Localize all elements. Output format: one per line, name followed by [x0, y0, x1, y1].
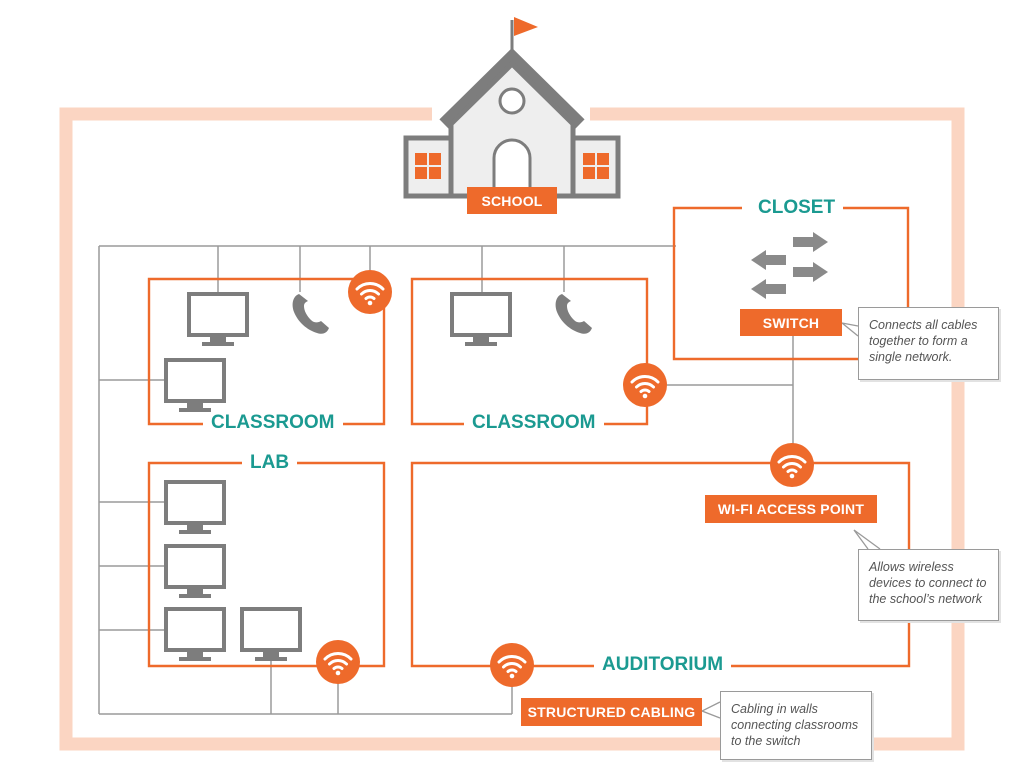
flag-icon: [514, 17, 538, 36]
monitor-icon: [164, 358, 226, 412]
wifi-icon: [768, 441, 816, 489]
wifi-icon: [621, 361, 669, 409]
room-label-classroom-2: CLASSROOM: [464, 412, 604, 434]
switch-label: SWITCH: [740, 309, 842, 336]
room-label-auditorium: AUDITORIUM: [594, 654, 732, 676]
wifi-callout: Allows wireless devices to connect to th…: [858, 549, 999, 621]
school-building-icon: [403, 17, 621, 199]
room-outlines: [147, 206, 911, 668]
school-label: SCHOOL: [467, 187, 557, 214]
switch-arrows-icon: [751, 232, 828, 299]
monitor-icon: [240, 607, 302, 661]
campus-border: [59, 107, 965, 751]
wifi-icon: [488, 641, 536, 689]
monitor-icon: [450, 292, 512, 346]
monitor-icon: [187, 292, 249, 346]
classroom-2-outline: [410, 277, 649, 426]
closet-outline: [672, 206, 910, 361]
monitor-icon: [164, 607, 226, 661]
room-label-lab: LAB: [242, 452, 298, 474]
telephone-icon: [555, 294, 592, 334]
switch-callout: Connects all cables together to form a s…: [858, 307, 999, 380]
wifi-access-point-label: WI-FI ACCESS POINT: [705, 495, 877, 523]
room-label-closet: CLOSET: [750, 197, 844, 219]
auditorium-outline: [410, 461, 911, 668]
callout-pointers: [700, 322, 881, 719]
wifi-icon: [314, 638, 362, 686]
monitor-icon: [164, 480, 226, 534]
telephone-icon: [292, 294, 329, 334]
cabling-callout: Cabling in walls connecting classrooms t…: [720, 691, 872, 760]
room-label-classroom-1: CLASSROOM: [203, 412, 343, 434]
lab-outline: [147, 461, 386, 668]
classroom-1-outline: [147, 277, 386, 426]
structured-cabling-lines: [98, 245, 794, 715]
monitor-icon: [164, 544, 226, 598]
wifi-icon: [346, 268, 394, 316]
structured-cabling-label: STRUCTURED CABLING: [521, 698, 702, 726]
